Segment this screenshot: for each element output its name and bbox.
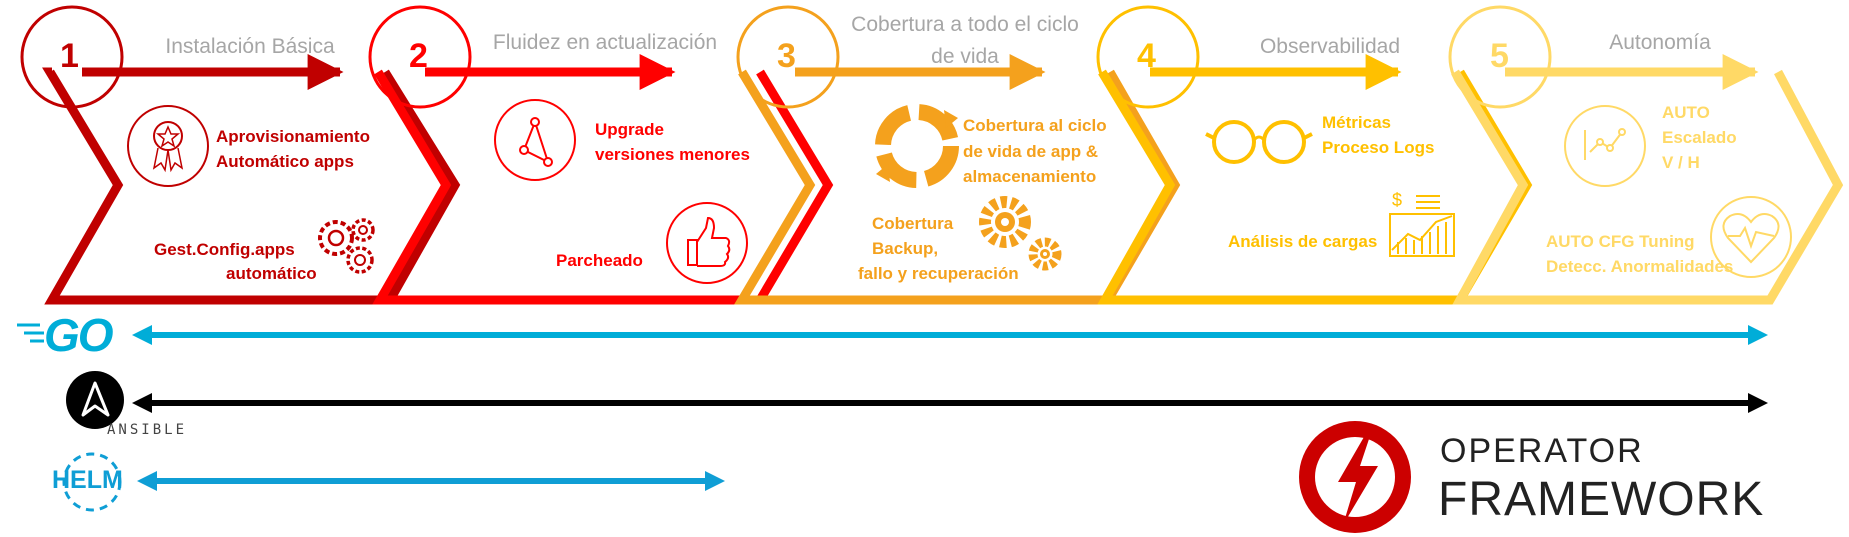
ansible-logo bbox=[66, 371, 124, 429]
stage-1-number: 1 bbox=[60, 37, 79, 75]
stage-2-label-b: versiones menores bbox=[595, 145, 750, 164]
scaling-chart-icon bbox=[1564, 105, 1646, 187]
stage-4-label-a: Métricas bbox=[1322, 113, 1391, 132]
bar-chart-icon: $ bbox=[1389, 190, 1455, 257]
thumbs-up-icon bbox=[666, 202, 748, 284]
go-logo bbox=[17, 323, 44, 343]
stage-5-label-e: Detecc. Anormalidades bbox=[1546, 257, 1734, 276]
stage-4-number-circle bbox=[1096, 5, 1200, 109]
stage-2-title: Fluidez en actualización bbox=[492, 31, 718, 54]
stage-5-number-circle bbox=[1448, 5, 1552, 109]
stage-1-label-a: Aprovisionamiento bbox=[216, 127, 370, 146]
go-coverage-arrow bbox=[132, 325, 1768, 345]
heart-pulse-icon bbox=[1710, 196, 1792, 278]
stage-3-label-a: Cobertura al ciclo bbox=[963, 116, 1107, 135]
stage-3-label-d: Cobertura bbox=[872, 214, 954, 233]
stage-5-label-d: AUTO CFG Tuning bbox=[1546, 232, 1695, 251]
stage-4-label-c: Análisis de cargas bbox=[1228, 232, 1378, 251]
ansible-coverage-arrow bbox=[132, 393, 1768, 413]
gears-icon bbox=[318, 218, 375, 274]
stage-1-title: Instalación Básica bbox=[165, 35, 335, 58]
stage-3-label-e: Backup, bbox=[872, 239, 939, 258]
operator-framework-line1: OPERATOR bbox=[1440, 432, 1644, 470]
stage-2-chevron bbox=[368, 5, 834, 305]
ansible-caption: ANSIBLE bbox=[107, 422, 188, 438]
stage-1-chevron bbox=[20, 5, 461, 305]
helm-logo bbox=[62, 452, 122, 512]
stage-3-title-line2: de vida bbox=[931, 45, 999, 68]
stage-3-number-circle bbox=[736, 5, 840, 109]
stage-1-label-c: Gest.Config.apps bbox=[154, 240, 295, 259]
award-badge-icon bbox=[127, 105, 209, 187]
stage-3-label-f: fallo y recuperación bbox=[858, 264, 1019, 283]
stage-5-label-a: AUTO bbox=[1662, 103, 1710, 122]
stage-5-number: 5 bbox=[1490, 37, 1509, 75]
stage-2-label-a: Upgrade bbox=[595, 120, 664, 139]
operator-framework-line2: FRAMEWORK bbox=[1438, 473, 1765, 526]
stage-1-label-b: Automático apps bbox=[216, 152, 354, 171]
stage-3-label-c: almacenamiento bbox=[963, 167, 1097, 186]
stage-2-number: 2 bbox=[409, 37, 428, 75]
stage-5-title: Autonomía bbox=[1609, 31, 1711, 54]
go-logo-text: GO bbox=[44, 309, 114, 361]
svg-text:$: $ bbox=[1392, 190, 1402, 210]
stage-3-number: 3 bbox=[777, 37, 796, 75]
glasses-icon bbox=[1205, 120, 1313, 164]
gears-icon bbox=[979, 196, 1062, 271]
stage-5-label-c: V / H bbox=[1662, 153, 1700, 172]
stage-1-label-d: automático bbox=[226, 264, 317, 283]
graph-nodes-icon bbox=[494, 99, 576, 181]
lifecycle-arrows-icon bbox=[875, 104, 959, 188]
stage-3-title-line1: Cobertura a todo el ciclo bbox=[851, 13, 1079, 36]
stage-4-number: 4 bbox=[1137, 37, 1156, 75]
helm-logo-text: HELM bbox=[52, 466, 123, 494]
stage-4-label-b: Proceso Logs bbox=[1322, 138, 1435, 157]
stage-4-title: Observabilidad bbox=[1259, 35, 1401, 58]
helm-coverage-arrow bbox=[137, 471, 725, 491]
stage-2-label-c: Parcheado bbox=[556, 251, 643, 270]
stage-1-number-circle bbox=[20, 5, 124, 109]
stage-5-label-b: Escalado bbox=[1662, 128, 1737, 147]
stage-3-label-b: de vida de app & bbox=[963, 142, 1099, 161]
stage-5-chevron bbox=[1448, 5, 1844, 305]
stage-3-chevron bbox=[734, 5, 1181, 305]
stage-2-number-circle bbox=[368, 5, 472, 109]
operator-framework-logo bbox=[1299, 421, 1411, 533]
